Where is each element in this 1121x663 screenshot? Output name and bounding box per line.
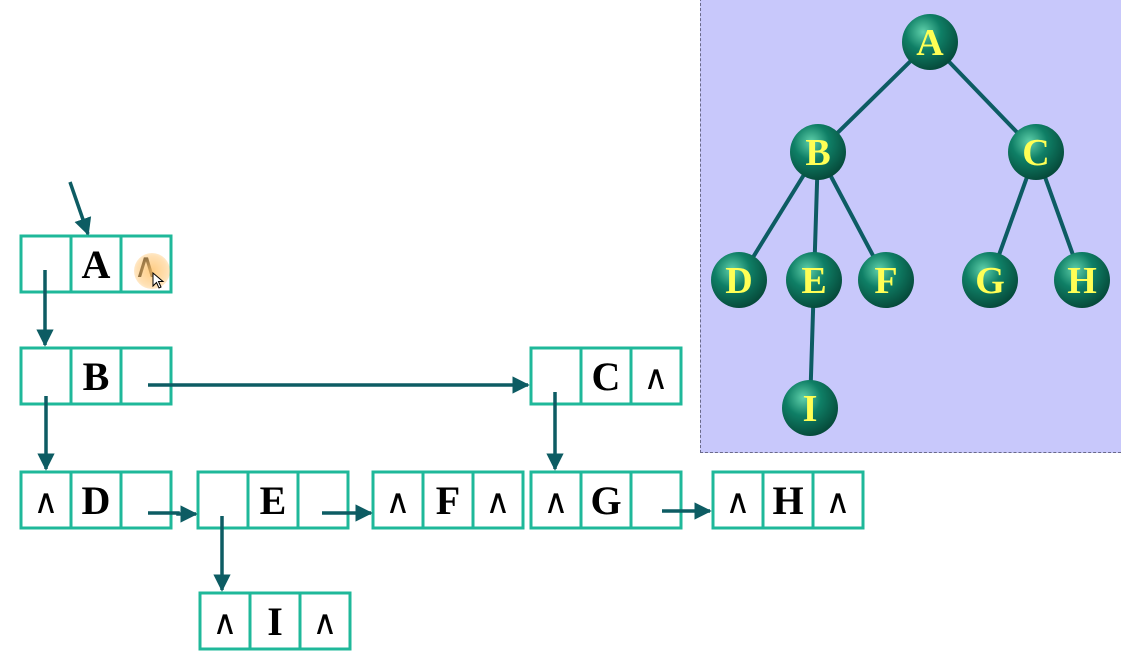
list-node-h: ∧ H ∧	[711, 470, 865, 530]
cursor-highlight	[134, 253, 170, 289]
tree-node-label: E	[801, 260, 826, 302]
data-field: G	[590, 478, 621, 523]
data-field: B	[83, 354, 110, 399]
list-node-d: ∧D	[19, 470, 173, 530]
nextsibling-field: ∧	[313, 603, 338, 643]
firstchild-field: ∧	[213, 603, 238, 643]
tree-node-c: C	[1008, 124, 1064, 180]
list-node-g: ∧G	[529, 470, 683, 530]
tree-node-d: D	[711, 252, 767, 308]
nextsibling-field: ∧	[644, 358, 669, 398]
data-field: D	[82, 478, 111, 523]
data-field: E	[260, 478, 287, 523]
data-field: C	[592, 354, 621, 399]
list-node-f: ∧ F ∧	[371, 470, 525, 530]
mouse-pointer-icon	[152, 272, 165, 289]
tree-node-label: G	[975, 260, 1005, 302]
tree-node-b: B	[790, 124, 846, 180]
firstchild-field: ∧	[386, 482, 411, 522]
tree-node-label: B	[805, 132, 830, 174]
tree-node-label: F	[874, 260, 897, 302]
tree-node-a: A	[902, 14, 958, 70]
data-field: F	[436, 478, 460, 523]
data-field: A	[82, 242, 111, 287]
list-node-i: ∧ I ∧	[198, 591, 352, 651]
tree-node-label: A	[916, 22, 944, 64]
tree-node-label: D	[725, 260, 752, 302]
tree-node-g: G	[962, 252, 1018, 308]
nextsibling-field: ∧	[486, 482, 511, 522]
tree-node-label: I	[803, 388, 818, 430]
tree-node-label: H	[1067, 260, 1097, 302]
list-node-b: B	[19, 346, 173, 406]
list-node-c: C∧	[529, 346, 683, 406]
data-field: I	[267, 599, 283, 644]
arrow-d-nextsibling-e	[148, 505, 198, 523]
nextsibling-field: ∧	[826, 482, 851, 522]
firstchild-field: ∧	[726, 482, 751, 522]
firstchild-field: ∧	[544, 482, 569, 522]
firstchild-field: ∧	[34, 482, 59, 522]
tree-node-label: C	[1022, 132, 1049, 174]
root-pointer-arrow	[68, 181, 92, 236]
tree-node-h: H	[1054, 252, 1110, 308]
tree-node-f: F	[858, 252, 914, 308]
tree-node-i: I	[782, 380, 838, 436]
data-field: H	[772, 478, 803, 523]
tree-node-e: E	[786, 252, 842, 308]
